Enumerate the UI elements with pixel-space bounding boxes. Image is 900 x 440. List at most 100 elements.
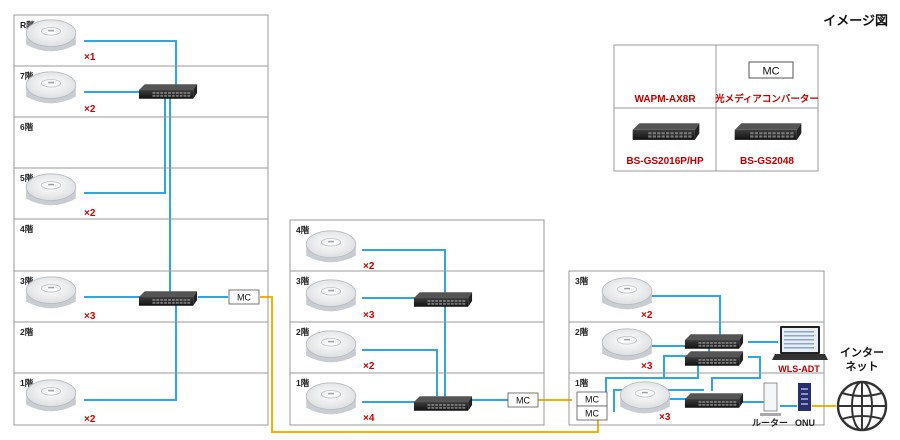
router-body xyxy=(763,382,778,412)
screen-line xyxy=(784,339,814,341)
cable xyxy=(711,356,761,391)
floor-label: 3階 xyxy=(296,276,310,286)
ap-count: ×4 xyxy=(363,413,375,424)
ap-count: ×3 xyxy=(659,412,671,423)
ap-count: ×2 xyxy=(641,310,653,321)
access-point-icon xyxy=(601,277,653,310)
floor-box xyxy=(13,218,269,272)
onu-label: ONU xyxy=(795,418,815,428)
access-point-icon xyxy=(25,71,77,104)
access-point-icon xyxy=(25,19,77,52)
monitor-base xyxy=(772,354,828,360)
monitor-icon xyxy=(772,326,828,360)
media-converter: MC xyxy=(576,391,608,407)
floor-label: 2階 xyxy=(296,327,310,337)
floor-box xyxy=(13,372,269,426)
switch-icon xyxy=(413,396,473,411)
onu-slot xyxy=(801,388,808,390)
access-point-icon xyxy=(619,381,671,414)
legend-mc-box-label: MC xyxy=(762,66,779,78)
ap-count: ×2 xyxy=(363,261,375,272)
floor-label: 4階 xyxy=(20,224,34,234)
ap-count: ×2 xyxy=(84,104,96,115)
floor-box xyxy=(13,321,269,374)
screen-line xyxy=(784,347,814,349)
media-converter-label: MC xyxy=(516,396,530,406)
floor-label: R階 xyxy=(20,20,35,30)
cable xyxy=(605,365,699,399)
screen-line xyxy=(784,343,814,345)
globe-icon xyxy=(836,380,888,432)
floor-label: 1階 xyxy=(296,378,310,388)
switch-icon xyxy=(684,393,744,408)
floor-box xyxy=(568,372,825,426)
router-icon xyxy=(760,382,781,416)
media-converter: MC xyxy=(507,392,539,408)
floor-label: 6階 xyxy=(20,122,34,132)
internet-label: ネット xyxy=(846,360,879,373)
cable xyxy=(84,40,177,88)
onu-slot xyxy=(801,398,808,400)
floor-box xyxy=(289,372,545,426)
legend-mc-box xyxy=(748,61,794,79)
cable xyxy=(613,389,704,412)
floor-label: 3階 xyxy=(20,276,34,286)
ap-count: ×1 xyxy=(84,52,96,63)
router-label: ルーター xyxy=(752,417,788,428)
switch-icon xyxy=(684,351,744,366)
media-converter-label: MC xyxy=(585,409,599,419)
media-converter: MC xyxy=(228,289,260,305)
monitor-label: WLS-ADT xyxy=(778,364,820,374)
switch-icon xyxy=(138,84,198,99)
media-converter-box xyxy=(228,289,260,305)
access-point-icon xyxy=(25,276,77,309)
ap-count: ×3 xyxy=(641,361,653,372)
media-converter: MC xyxy=(576,405,608,421)
media-converter-label: MC xyxy=(585,395,599,405)
legend-ap-label: WAPM-AX8R xyxy=(634,94,696,105)
device-layer: ×1×2×2×3×2MC×2×3×2×4MC×2×3×3MCMCWLS-ADTル… xyxy=(25,19,888,432)
ap-count: ×2 xyxy=(363,361,375,372)
legend-sw2-label: BS-GS2048 xyxy=(740,156,794,167)
access-point-icon xyxy=(305,279,357,312)
ap-count: ×3 xyxy=(363,310,375,321)
media-converter-box xyxy=(576,405,608,421)
switch-icon xyxy=(413,292,473,307)
screen-line xyxy=(784,331,814,333)
onu-body xyxy=(798,383,811,411)
ap-count: ×3 xyxy=(84,311,96,322)
onu-icon xyxy=(798,383,811,411)
access-point-icon xyxy=(305,330,357,363)
onu-slot xyxy=(801,393,808,395)
floor-label: 2階 xyxy=(20,327,34,337)
legend-switch-icon xyxy=(734,123,802,140)
cable xyxy=(84,98,166,194)
cable xyxy=(638,295,721,336)
onu-slot xyxy=(801,403,808,405)
access-point-icon xyxy=(25,173,77,206)
floor-label: 2階 xyxy=(575,327,589,337)
ap-count: ×2 xyxy=(84,208,96,219)
diagram-title: イメージ図 xyxy=(823,14,888,29)
access-point-icon xyxy=(601,328,653,361)
legend: WAPM-AX8R MC 光メディアコンバーター BS-GS2016P/HP BS-GS… xyxy=(613,44,819,172)
access-point-icon xyxy=(25,379,77,412)
switch-icon xyxy=(684,334,744,349)
legend-sw1-label: BS-GS2016P/HP xyxy=(626,156,704,167)
floor-label: 7階 xyxy=(20,71,34,81)
globe-parallel xyxy=(841,415,883,420)
switch-icon xyxy=(138,291,198,306)
floor-label: 5階 xyxy=(20,173,34,183)
internet-label: インター xyxy=(840,346,884,359)
floor-label: 1階 xyxy=(575,378,589,388)
legend-mc-label: 光メディアコンバーター xyxy=(714,93,819,105)
cable xyxy=(260,296,599,433)
media-converter-box xyxy=(507,392,539,408)
floor-box xyxy=(13,116,269,169)
media-converter-label: MC xyxy=(237,293,251,303)
router-stand xyxy=(760,413,781,416)
access-point-icon xyxy=(305,382,357,415)
